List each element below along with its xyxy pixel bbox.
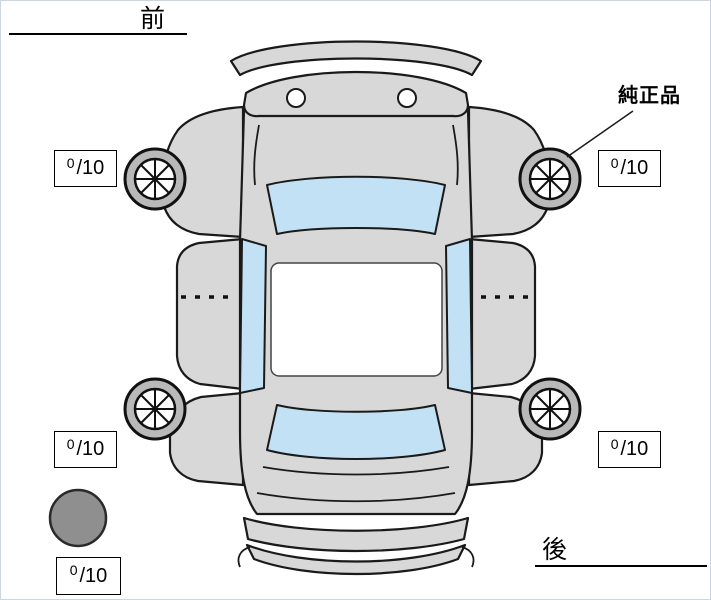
- tread-box-rear-left: 0 /10: [54, 431, 117, 468]
- tread-scale: /10: [620, 157, 649, 179]
- tread-scale: /10: [76, 438, 105, 460]
- left-door-panel: [175, 237, 245, 391]
- roof-panel: [270, 262, 443, 377]
- trunk-line-upper: [262, 466, 450, 476]
- car-windows-group: [239, 175, 473, 460]
- tread-scale: /10: [620, 438, 649, 460]
- front-right-wheel: [518, 147, 582, 211]
- rear-right-hook: [461, 546, 475, 568]
- tread-box-spare: 0 /10: [56, 557, 121, 595]
- rear-label: 後: [542, 536, 568, 564]
- genuine-part-label: 純正品: [618, 85, 681, 107]
- tread-value: 0: [66, 435, 75, 452]
- trunk-line-lower: [256, 492, 456, 503]
- genuine-part-pointer-line: [566, 110, 634, 158]
- front-label: 前: [140, 5, 166, 33]
- hood-left-circle: [286, 88, 306, 108]
- wheels-group: [123, 147, 582, 441]
- spare-tire-circle: [48, 488, 108, 548]
- tread-box-rear-right: 0 /10: [598, 431, 661, 468]
- rear-spoiler: [245, 543, 467, 576]
- hood-details: [286, 88, 417, 108]
- front-left-wheel: [123, 147, 187, 211]
- rear-bumper: [242, 516, 470, 553]
- front-underline: [9, 33, 187, 35]
- front-spoiler: [229, 40, 483, 77]
- spokes: [135, 159, 175, 199]
- rear-left-hook: [237, 546, 251, 568]
- windshield: [266, 175, 446, 235]
- tread-value: 0: [610, 435, 619, 452]
- tread-box-front-right: 0 /10: [598, 150, 661, 187]
- hood-right-circle: [397, 88, 417, 108]
- left-rear-fender-panel: [168, 391, 245, 487]
- rear-left-wheel: [123, 377, 187, 441]
- body-detail-lines: [237, 124, 475, 568]
- tread-value: 0: [69, 562, 78, 578]
- tread-scale: /10: [79, 564, 108, 587]
- front-bumper: [242, 70, 470, 118]
- right-door-panel: [467, 237, 537, 391]
- rear-right-wheel: [518, 377, 582, 441]
- spokes: [530, 389, 570, 429]
- spokes: [135, 389, 175, 429]
- tread-scale: /10: [76, 157, 105, 179]
- left-side-window: [239, 238, 267, 394]
- tread-value: 0: [66, 154, 75, 171]
- hood-right-line: [452, 124, 459, 186]
- rear-window: [266, 404, 446, 460]
- rear-underline: [535, 565, 707, 567]
- right-side-window: [445, 238, 473, 394]
- tread-box-front-left: 0 /10: [54, 150, 117, 187]
- spokes: [530, 159, 570, 199]
- tread-value: 0: [610, 154, 619, 171]
- hood-left-line: [253, 124, 260, 186]
